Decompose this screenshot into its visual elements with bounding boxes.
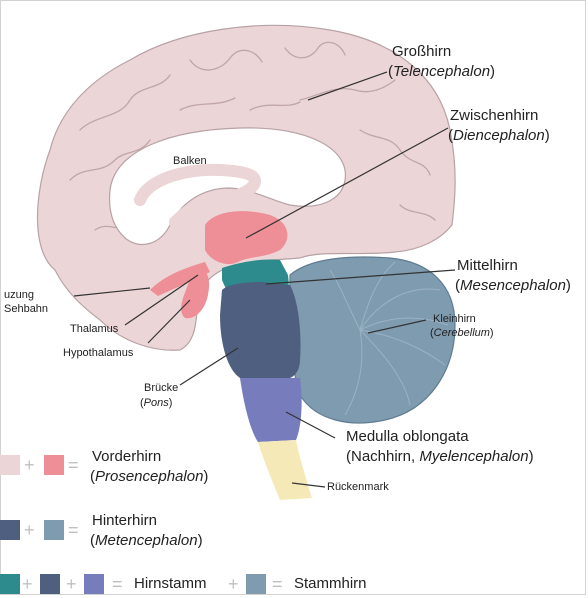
label-medulla: Medulla oblongata: [346, 428, 469, 445]
legend-row-hirnstamm: + + = Hirnstamm + = Stammhirn: [0, 572, 588, 598]
legend-row-hinterhirn: + =: [0, 518, 260, 544]
label-kreuzung: uzung: [4, 289, 34, 301]
label-cerebellum: (Cerebellum): [430, 327, 494, 339]
medulla-region: [240, 378, 302, 442]
label-mesencephalon-term: Mesencephalon: [460, 277, 566, 294]
label-pons-term: Pons: [143, 397, 169, 409]
label-telencephalon-term: Telencephalon: [393, 63, 491, 80]
label-pons: (Pons): [140, 397, 173, 409]
equals-sign: =: [272, 574, 283, 594]
swatch-medulla: [84, 574, 104, 594]
equals-sign: =: [112, 574, 123, 594]
cerebellum-folia: [329, 261, 449, 416]
spinal-cord-region: [258, 440, 312, 500]
legend-hirnstamm: Hirnstamm: [134, 575, 207, 592]
legend-vorderhirn: Vorderhirn: [92, 448, 162, 465]
leader-lines: [73, 71, 456, 488]
swatch-pons: [0, 520, 20, 540]
plus-sign: +: [66, 574, 77, 594]
swatch-mesencephalon: [0, 574, 20, 594]
plus-sign: +: [228, 574, 239, 594]
legend-metencephalon-term: Metencephalon: [95, 532, 198, 549]
label-cerebellum-term: Cerebellum: [433, 327, 490, 339]
swatch-cerebellum: [246, 574, 266, 594]
label-nachhirn-prefix: (Nachhirn,: [346, 448, 420, 465]
label-diencephalon: (Diencephalon): [448, 127, 550, 144]
label-kleinhirn: Kleinhirn: [433, 313, 476, 325]
label-thalamus: Thalamus: [70, 323, 119, 335]
label-zwischenhirn: Zwischenhirn: [450, 107, 539, 124]
equals-sign: =: [68, 520, 79, 540]
label-balken: Balken: [173, 155, 207, 167]
swatch-telencephalon: [0, 455, 20, 475]
label-hypothalamus: Hypothalamus: [63, 347, 134, 359]
plus-sign: +: [24, 520, 35, 540]
pons-region: [220, 282, 301, 378]
legend-metencephalon: (Metencephalon): [90, 532, 203, 549]
plus-sign: +: [22, 574, 33, 594]
legend-row-vorderhirn: + =: [0, 453, 260, 479]
label-rueckenmark: Rückenmark: [327, 481, 389, 493]
label-telencephalon: (Telencephalon): [388, 63, 496, 80]
hypothalamus-region: [181, 265, 210, 319]
label-diencephalon-term: Diencephalon: [453, 127, 545, 144]
label-nachhirn: (Nachhirn, Myelencephalon): [346, 448, 534, 465]
legend-stammhirn: Stammhirn: [294, 575, 367, 592]
label-mesencephalon: (Mesencephalon): [455, 277, 571, 294]
legend-prosencephalon-term: Prosencephalon: [95, 468, 204, 485]
plus-sign: +: [24, 455, 35, 475]
legend-hinterhirn: Hinterhirn: [92, 512, 158, 529]
label-mittelhirn: Mittelhirn: [457, 257, 518, 274]
swatch-diencephalon: [44, 455, 64, 475]
equals-sign: =: [68, 455, 79, 475]
gyri-lines: [69, 41, 436, 231]
label-myelencephalon-term: Myelencephalon: [419, 448, 529, 465]
label-grosshirn: Großhirn: [392, 43, 452, 60]
swatch-pons: [40, 574, 60, 594]
legend-prosencephalon: (Prosencephalon): [90, 468, 209, 485]
swatch-cerebellum: [44, 520, 64, 540]
label-bruecke: Brücke: [144, 382, 179, 394]
label-sehbahn: Sehbahn: [4, 303, 49, 315]
corpus-callosum: [108, 127, 346, 246]
